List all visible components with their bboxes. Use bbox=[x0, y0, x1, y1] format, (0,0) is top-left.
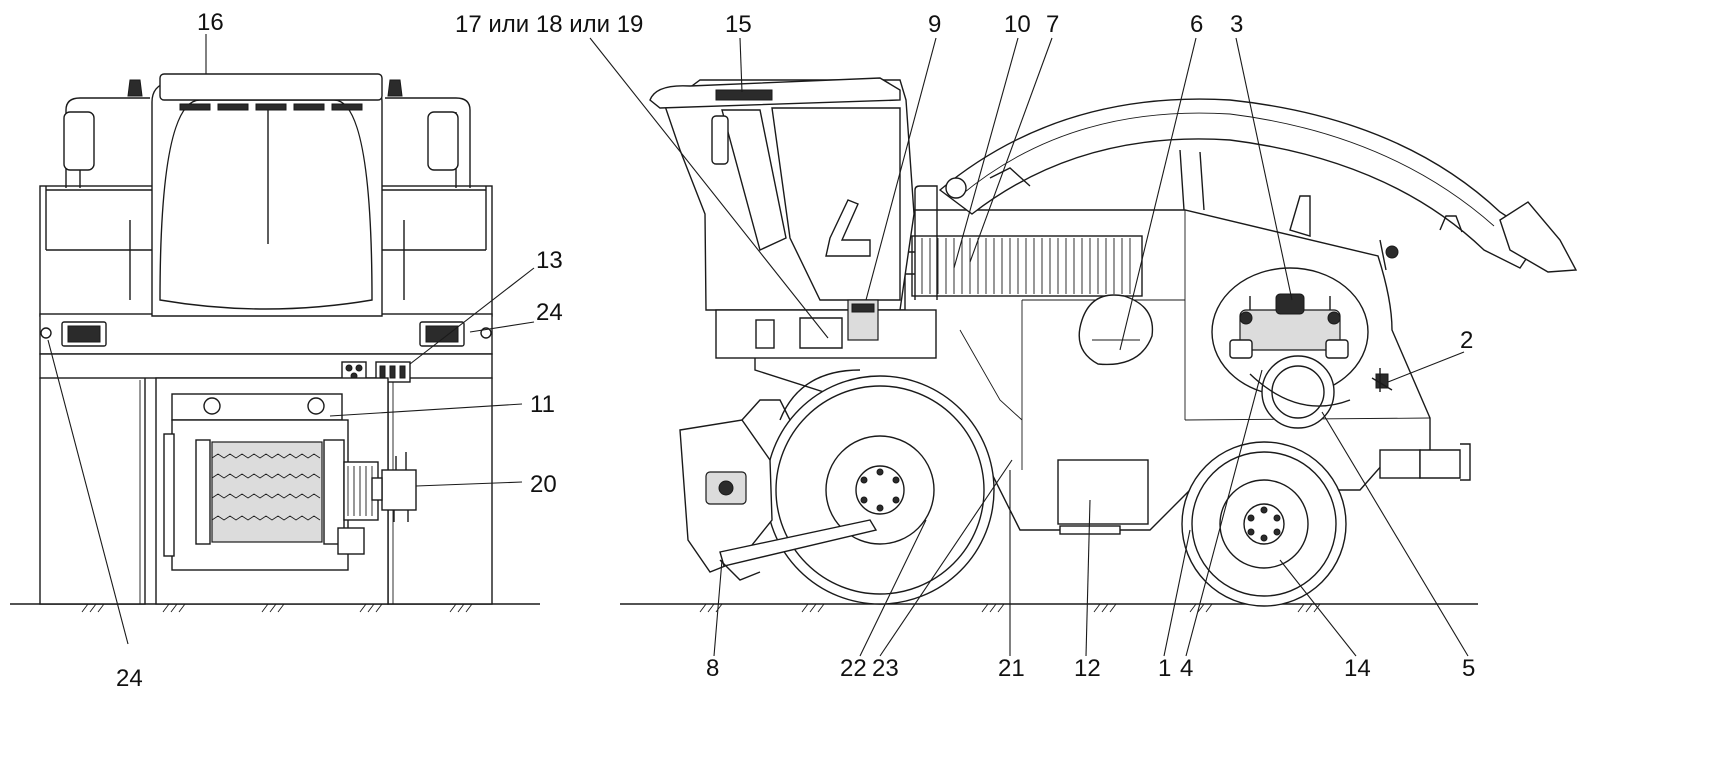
callout-labels: 16 17 или 18 или 19 15 9 10 7 6 3 13 24 … bbox=[116, 9, 1475, 692]
front-windshield bbox=[159, 99, 373, 310]
callout-12: 12 bbox=[1074, 655, 1101, 682]
callout-14: 14 bbox=[1344, 655, 1371, 682]
operator-seat bbox=[825, 199, 871, 257]
callout-5: 5 bbox=[1462, 655, 1475, 682]
side-view bbox=[620, 77, 1578, 613]
fuel-tank bbox=[1078, 294, 1154, 366]
leader-lines bbox=[47, 34, 1469, 657]
front-lower-beam bbox=[39, 353, 493, 379]
callout-9: 9 bbox=[928, 11, 941, 38]
callout-10: 10 bbox=[1004, 11, 1031, 38]
control-panel bbox=[341, 361, 411, 383]
callout-6: 6 bbox=[1190, 11, 1203, 38]
callout-24-right: 24 bbox=[536, 299, 563, 326]
roof-beacon-side bbox=[715, 89, 773, 101]
engine bbox=[1229, 293, 1349, 359]
front-left-tyre bbox=[39, 370, 146, 605]
right-mirror bbox=[427, 111, 459, 171]
cab-roof-front bbox=[159, 73, 383, 101]
radiator-grille bbox=[911, 235, 1143, 297]
callout-21: 21 bbox=[998, 655, 1025, 682]
right-platform bbox=[379, 185, 493, 317]
ground-hatch-front bbox=[81, 603, 473, 613]
callout-7: 7 bbox=[1046, 11, 1059, 38]
callout-3: 3 bbox=[1230, 11, 1243, 38]
callout-11: 11 bbox=[530, 391, 555, 418]
roller-teeth bbox=[211, 453, 321, 521]
side-mirror bbox=[711, 115, 729, 165]
oil-filter bbox=[1371, 368, 1393, 392]
callout-13: 13 bbox=[536, 247, 563, 274]
front-view bbox=[10, 73, 540, 613]
cab-base bbox=[715, 309, 937, 359]
callout-1: 1 bbox=[1158, 655, 1171, 682]
lower-link bbox=[719, 519, 878, 567]
callout-23: 23 bbox=[872, 655, 899, 682]
rear-wheel-rim bbox=[1219, 479, 1309, 569]
rear-wheel-hub bbox=[1243, 503, 1285, 545]
left-platform bbox=[39, 185, 161, 317]
front-wheel-hub bbox=[855, 465, 905, 515]
cab-roof-side bbox=[649, 77, 901, 109]
front-wheel-rim bbox=[825, 435, 935, 545]
lower-tank bbox=[1057, 459, 1149, 525]
callout-2: 2 bbox=[1460, 327, 1473, 354]
callout-15: 15 bbox=[725, 11, 752, 38]
callout-20: 20 bbox=[530, 471, 557, 498]
left-mirror bbox=[63, 111, 95, 171]
callout-16: 16 bbox=[197, 9, 224, 36]
callout-8: 8 bbox=[706, 655, 719, 682]
ground-hatch-side bbox=[699, 603, 1321, 613]
left-beacon bbox=[127, 79, 143, 97]
feeder-roller bbox=[211, 441, 323, 543]
valve-block bbox=[381, 469, 417, 511]
callout-17-18-19: 17 или 18 или 19 bbox=[455, 11, 643, 38]
callout-22: 22 bbox=[840, 655, 867, 682]
callout-24-bottom: 24 bbox=[116, 665, 143, 692]
grille-slats bbox=[921, 238, 1131, 294]
spout-deflector bbox=[1499, 201, 1578, 273]
right-beacon bbox=[387, 79, 403, 97]
front-beam bbox=[39, 313, 493, 355]
callout-4: 4 bbox=[1180, 655, 1193, 682]
roof-lights-front bbox=[179, 103, 363, 111]
